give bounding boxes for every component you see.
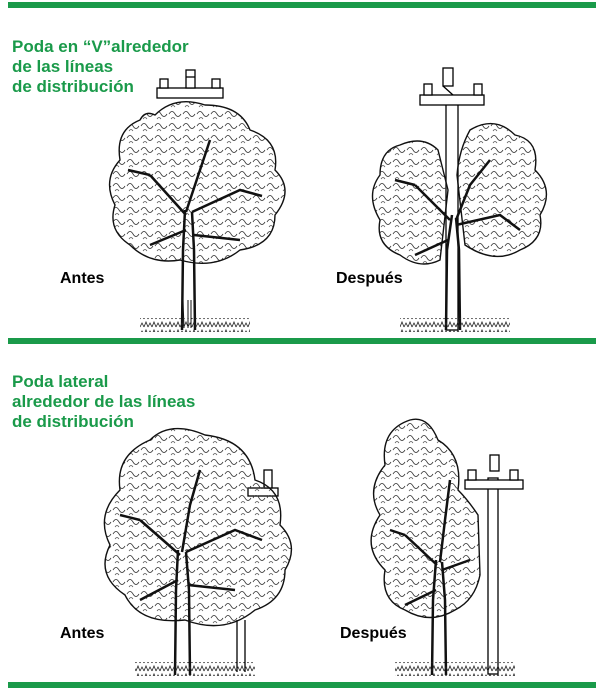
panel-lateral-title-line-1: Poda lateral [12,372,109,391]
panel-v-title-line-2: de las líneas [12,57,114,76]
utility-pole-before-v [156,69,224,99]
panel-lateral-title-line-3: de distribución [12,412,134,431]
panel-v-title-line-3: de distribución [12,77,134,96]
panel-lateral-title: Poda lateral alrededor de las líneas de … [12,372,195,432]
panel-v-after-label: Después [336,270,403,287]
tree-after-lateral [370,418,524,676]
panel-v-title: Poda en “V”alrededor de las líneas de di… [12,37,189,97]
panel-v-title-line-1: Poda en “V”alrededor [12,37,189,56]
top-rule [8,2,596,8]
panel-v-before-label: Antes [60,270,105,287]
tree-before-v [108,69,286,332]
panel-lateral-after-label: Después [340,625,407,642]
tree-before-lateral [103,427,293,676]
panel-lateral-title-line-2: alrededor de las líneas [12,392,196,411]
bottom-rule [8,682,596,688]
trunk-before-v [127,139,263,331]
ground-before-v [140,318,250,332]
foliage-before-v [108,101,286,265]
middle-rule [8,338,596,344]
panel-lateral-before-label: Antes [60,625,105,642]
tree-after-v [371,67,548,332]
